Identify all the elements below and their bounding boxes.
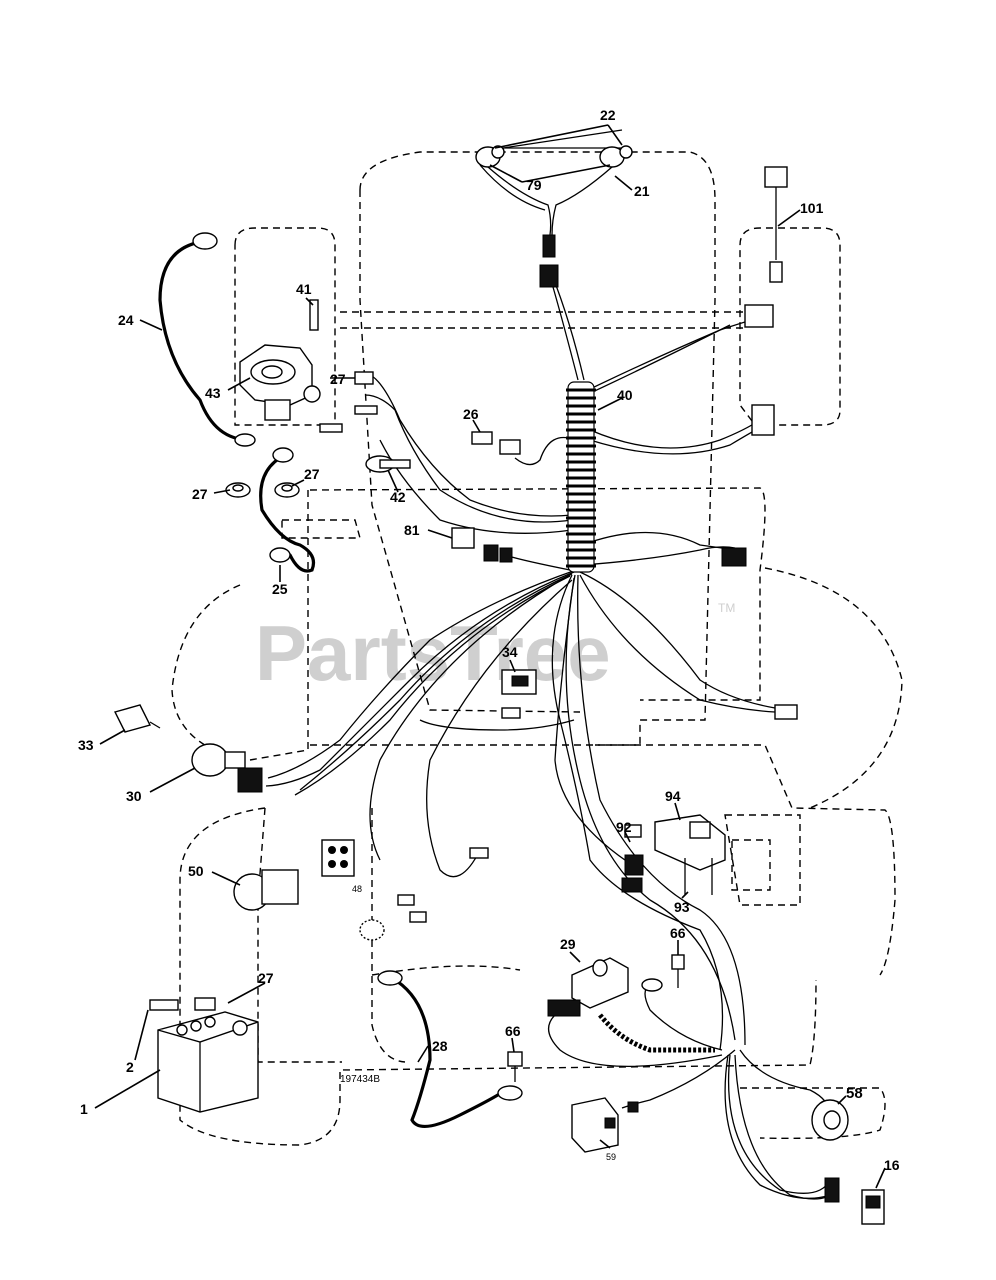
callout-22: 22	[600, 107, 616, 123]
callout-29: 29	[560, 936, 576, 952]
callout-79: 79	[526, 177, 542, 193]
callout-2: 2	[126, 1059, 134, 1075]
callout-66-lower: 66	[505, 1023, 521, 1039]
callout-24: 24	[118, 312, 134, 328]
callout-66-right: 66	[670, 925, 686, 941]
callout-33: 33	[78, 737, 94, 753]
harness-wires	[265, 269, 836, 1200]
callout-42: 42	[390, 489, 406, 505]
callout-50: 50	[188, 863, 204, 879]
callout-92: 92	[616, 819, 632, 835]
switch-50	[233, 839, 355, 911]
connector-101	[744, 166, 788, 436]
callout-93: 93	[674, 899, 690, 915]
leader-lines	[94, 124, 886, 1189]
solenoid-43	[239, 299, 321, 421]
callout-58: 58	[846, 1085, 863, 1102]
headlight-assembly	[475, 129, 633, 288]
callout-1: 1	[80, 1101, 88, 1117]
callout-94: 94	[665, 788, 681, 804]
small-parts-mid	[319, 405, 521, 563]
callout-28: 28	[432, 1038, 448, 1054]
lower-coil-cable	[598, 1013, 715, 1053]
callout-34: 34	[502, 644, 518, 660]
callout-25: 25	[272, 581, 288, 597]
callout-27-battery: 27	[258, 970, 274, 986]
callout-41: 41	[296, 281, 312, 297]
callout-27-left: 27	[192, 486, 208, 502]
callout-43: 43	[205, 385, 221, 401]
nut-parts	[225, 371, 374, 498]
tractor-outline	[171, 151, 903, 1146]
callout-labels: 22 79 21 101 24 41 43 27 27 27 25 40 26 …	[78, 107, 900, 1173]
callout-27-mid: 27	[304, 466, 320, 482]
lower-right-parts	[571, 1097, 885, 1225]
switch-34	[501, 547, 798, 720]
harness-wrap-coil	[566, 381, 596, 573]
seat-switch-29	[547, 957, 663, 1017]
callout-26: 26	[463, 406, 479, 422]
callout-81: 81	[404, 522, 420, 538]
watermark-trademark: TM	[718, 601, 735, 615]
battery-cables	[158, 232, 523, 1128]
watermark-text: PartsTree	[255, 609, 611, 697]
callout-101: 101	[800, 200, 824, 216]
callout-59: 59	[606, 1152, 616, 1162]
callout-40: 40	[617, 387, 633, 403]
drawing-number: 197434B	[340, 1074, 380, 1085]
lamp-48	[359, 847, 489, 941]
switch-92-94	[621, 814, 726, 895]
callout-30: 30	[126, 788, 142, 804]
callout-48: 48	[352, 884, 362, 894]
callout-16: 16	[884, 1157, 900, 1173]
ignition-switch	[113, 704, 263, 793]
callout-27-top: 27	[330, 371, 346, 387]
battery-1	[149, 997, 259, 1113]
callout-21: 21	[634, 183, 650, 199]
